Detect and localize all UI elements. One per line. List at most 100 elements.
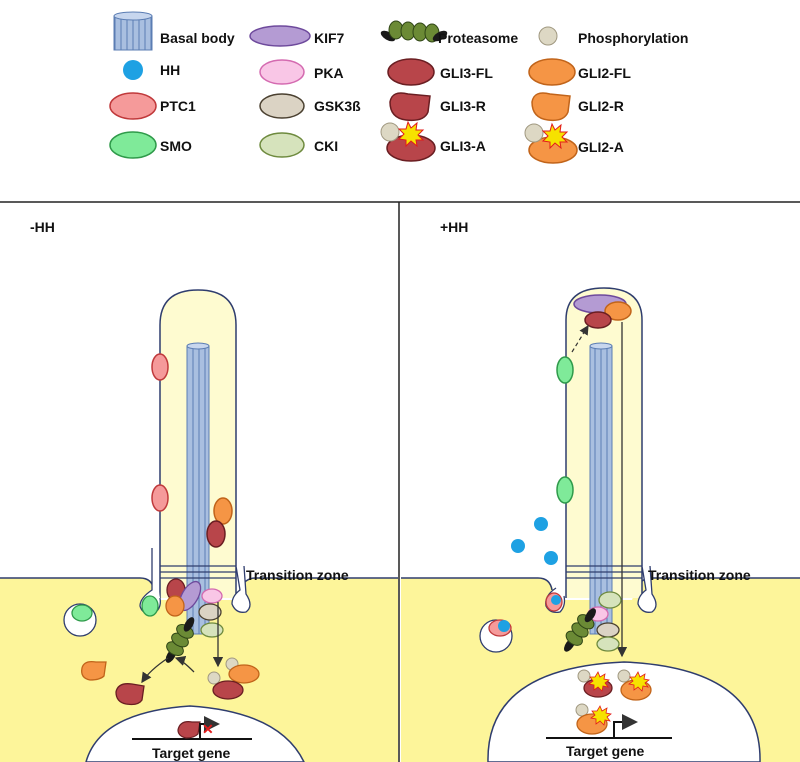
legend-gsk3b-label: GSK3ß: [314, 98, 361, 114]
gli3-fl-icon: [212, 680, 244, 700]
smo-icon: [556, 356, 574, 384]
smo-icon: [109, 131, 157, 159]
transition-zone-fibers: [566, 565, 642, 579]
legend-gli2-fl: GLI2-FL: [528, 58, 631, 86]
legend-pka: PKA: [259, 59, 344, 85]
ptc1-icon: [109, 92, 157, 120]
legend-gli2-a: GLI2-A: [524, 122, 624, 164]
legend-ptc1: PTC1: [109, 92, 196, 120]
cki-icon: [596, 636, 620, 652]
hh-icon: [511, 539, 525, 553]
basal-body-icon: [113, 15, 153, 51]
legend: Basal body HH PTC1 SMO KIF7 PKA: [109, 11, 688, 164]
gli2-fl-icon: [528, 58, 576, 86]
legend-gli3-fl: GLI3-FL: [387, 58, 493, 86]
legend-kif7-label: KIF7: [314, 30, 345, 46]
left-target-gene-label: Target gene: [152, 745, 231, 761]
ciliary-pocket: [637, 565, 657, 613]
gli2-r-icon: [531, 92, 571, 122]
left-panel: Transition zone: [0, 219, 398, 762]
legend-gli2-r: GLI2-R: [531, 92, 624, 122]
legend-pka-label: PKA: [314, 65, 344, 81]
legend-gsk3b: GSK3ß: [259, 93, 361, 119]
smo-icon: [141, 595, 159, 617]
cki-icon: [259, 132, 305, 158]
hh-icon: [551, 595, 561, 605]
processing-arrow: [141, 657, 169, 684]
left-transition-zone-label: Transition zone: [246, 567, 349, 583]
hh-icon: [534, 517, 548, 531]
activation-burst-icon: [541, 122, 569, 150]
basal-body-top: [113, 11, 153, 21]
cki-icon: [598, 591, 622, 609]
left-panel-title: -HH: [30, 219, 55, 235]
legend-hh: HH: [123, 60, 180, 80]
gli2-r-icon: [81, 660, 107, 681]
smo-transport-arrow: [571, 324, 589, 353]
legend-gli2-r-label: GLI2-R: [578, 98, 624, 114]
hh-icon: [123, 60, 143, 80]
right-transition-zone-label: Transition zone: [648, 567, 751, 583]
legend-gli3-a-label: GLI3-A: [440, 138, 486, 154]
proteasome-icon: [165, 617, 195, 663]
gsk3b-icon: [259, 93, 305, 119]
phospho-icon: [380, 122, 400, 142]
gli3-fl-icon: [584, 311, 612, 329]
legend-smo: SMO: [109, 131, 192, 159]
ptc1-icon: [151, 353, 169, 381]
legend-gli2-fl-label: GLI2-FL: [578, 65, 631, 81]
hh-icon: [498, 620, 510, 632]
transcription-arrow: [199, 716, 220, 739]
ptc1-icon: [151, 484, 169, 512]
phospho-icon: [524, 123, 544, 143]
pka-icon: [201, 588, 223, 604]
gli2-fl-icon: [213, 497, 233, 525]
activation-burst-icon: [397, 120, 425, 148]
legend-phosphorylation: Phosphorylation: [538, 26, 688, 46]
legend-cki-label: CKI: [314, 138, 338, 154]
gsk3b-icon: [596, 622, 620, 638]
transition-zone-fibers: [160, 565, 236, 579]
legend-smo-label: SMO: [160, 138, 192, 154]
phosphorylation-icon: [538, 26, 558, 46]
legend-gli3-r: GLI3-R: [389, 92, 486, 122]
kif7-icon: [249, 25, 311, 47]
legend-proteasome: Proteasome: [380, 20, 518, 46]
smo-icon: [71, 604, 93, 622]
proteasome-icon: [564, 608, 596, 652]
gli3-r-icon: [115, 683, 145, 706]
legend-phosphorylation-label: Phosphorylation: [578, 30, 688, 46]
legend-cki: CKI: [259, 132, 338, 158]
right-target-gene-label: Target gene: [566, 743, 645, 759]
legend-ptc1-label: PTC1: [160, 98, 196, 114]
smo-icon: [556, 476, 574, 504]
blocked-icon: ✕: [202, 721, 214, 737]
gli3-r-icon: [177, 721, 201, 739]
legend-gli3-a: GLI3-A: [380, 120, 486, 162]
legend-gli3-fl-label: GLI3-FL: [440, 65, 493, 81]
gli2-fl-icon: [228, 664, 260, 684]
hh-icon: [544, 551, 558, 565]
axoneme: [589, 345, 613, 635]
gli3-fl-icon: [387, 58, 435, 86]
right-panel: Transition zone Target gene +HH: [401, 219, 800, 762]
right-panel-title: +HH: [440, 219, 468, 235]
legend-proteasome-label: Proteasome: [438, 30, 518, 46]
legend-gli3-r-label: GLI3-R: [440, 98, 486, 114]
legend-gli2-a-label: GLI2-A: [578, 139, 624, 155]
gsk3b-icon: [198, 603, 222, 621]
gli2-fl-icon: [604, 301, 632, 321]
cki-icon: [200, 622, 224, 638]
gli2-fl-icon: [165, 595, 185, 617]
cytoplasm: [0, 578, 398, 762]
processing-arrow: [174, 655, 195, 673]
gli3-r-icon: [389, 92, 431, 122]
pka-icon: [259, 59, 305, 85]
ciliary-pocket: [231, 565, 251, 613]
gli3-fl-icon: [206, 520, 226, 548]
transcription-arrow: [613, 714, 638, 738]
legend-hh-label: HH: [160, 62, 180, 78]
legend-basal-body-label: Basal body: [160, 30, 235, 46]
